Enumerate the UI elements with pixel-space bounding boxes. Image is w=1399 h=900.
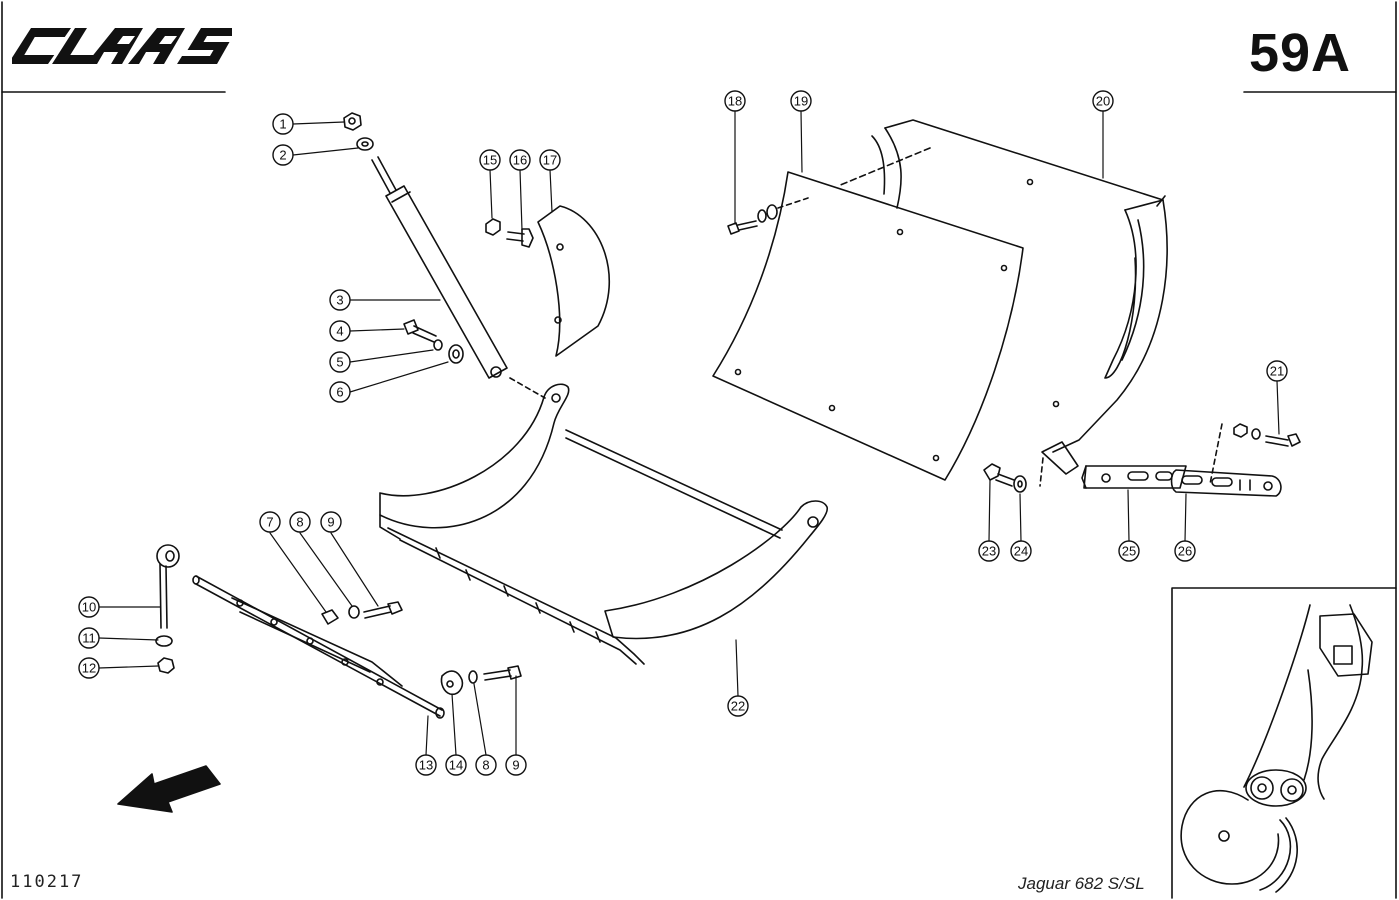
callout-17: 17	[539, 149, 561, 171]
callout-label: 13	[419, 758, 433, 773]
callout-label: 1	[279, 117, 286, 132]
curved-plate-part-19	[712, 147, 1024, 481]
callout-23: 23	[978, 540, 1000, 562]
callout-label: 2	[279, 148, 286, 163]
callout-label: 22	[731, 699, 745, 714]
callout-5: 5	[329, 351, 351, 373]
eye-bolt-part-10	[156, 544, 180, 629]
callout-6: 6	[329, 381, 351, 403]
nut-part-15	[485, 218, 501, 236]
bolt-part-9	[363, 601, 403, 619]
callout-20: 20	[1092, 90, 1114, 112]
callout-19: 19	[790, 90, 812, 112]
bolt-part-9b	[483, 665, 522, 681]
callout-8: 8	[289, 511, 311, 533]
callout-16: 16	[509, 149, 531, 171]
callout-label: 16	[513, 153, 527, 168]
callout-label: 4	[336, 324, 343, 339]
page-number: 59A	[1248, 23, 1351, 83]
bolt-part-21	[1233, 423, 1301, 447]
plate-part-17	[537, 205, 611, 357]
nut-part-1	[343, 112, 362, 131]
callout-1: 1	[272, 113, 294, 135]
washer-part-6	[448, 344, 464, 364]
washer-part-2	[356, 137, 374, 151]
washer-part-11	[155, 635, 173, 647]
callout-12: 12	[78, 657, 100, 679]
machine-model: Jaguar 682 S/SL	[1018, 874, 1145, 893]
callout-label: 21	[1270, 364, 1284, 379]
callout-21: 21	[1266, 360, 1288, 382]
callout-label: 7	[266, 515, 273, 530]
callout-label: 23	[982, 544, 996, 559]
callout-22: 22	[727, 695, 749, 717]
callout-label: 18	[728, 94, 742, 109]
callout-label: 14	[449, 758, 463, 773]
bolt-part-16	[506, 228, 534, 248]
callout-13: 13	[415, 754, 437, 776]
callout-label: 19	[794, 94, 808, 109]
document-id: 110217	[10, 872, 84, 892]
strut-part-3	[371, 156, 546, 399]
callout-11: 11	[78, 627, 100, 649]
callout-label: 10	[82, 600, 96, 615]
callout-9: 9	[320, 511, 342, 533]
direction-arrow-icon	[117, 765, 221, 813]
claas-logo	[12, 28, 232, 64]
callout-label: 20	[1096, 94, 1110, 109]
bushing-part-14	[440, 670, 464, 696]
callout-25: 25	[1118, 540, 1140, 562]
callout-label: 15	[483, 153, 497, 168]
washer-part-24	[1013, 475, 1027, 493]
callout-15: 15	[479, 149, 501, 171]
bolt-part-18	[727, 197, 809, 235]
callout-3: 3	[329, 289, 351, 311]
washer-part-8b	[468, 670, 478, 684]
nut-part-12	[157, 657, 175, 674]
callout-label: 5	[336, 355, 343, 370]
slotted-strap-part-26	[1170, 423, 1282, 497]
callout-26: 26	[1174, 540, 1196, 562]
bolt-part-7	[321, 609, 339, 625]
leader-lines	[98, 110, 1280, 756]
callout-label: 11	[82, 631, 96, 646]
callout-label: 24	[1014, 544, 1028, 559]
callout-label: 3	[336, 293, 343, 308]
callout-label: 8	[296, 515, 303, 530]
slotted-bracket-part-25	[1081, 465, 1187, 489]
callout-label: 9	[512, 758, 519, 773]
washer-part-5	[433, 339, 443, 351]
callout-18: 18	[724, 90, 746, 112]
callout-10: 10	[78, 596, 100, 618]
callout-label: 8	[482, 758, 489, 773]
callout-2: 2	[272, 144, 294, 166]
callout-label: 12	[82, 661, 96, 676]
washer-part-8	[348, 605, 360, 619]
callout-label: 25	[1122, 544, 1136, 559]
cradle-frame-part-22	[379, 383, 829, 665]
rod-part-13	[192, 575, 445, 719]
callout-14: 14	[445, 754, 467, 776]
cover-part-20	[871, 119, 1168, 487]
callout-8: 8	[475, 754, 497, 776]
callout-label: 9	[327, 515, 334, 530]
callout-4: 4	[329, 320, 351, 342]
inset-detail	[1171, 587, 1397, 899]
callout-label: 26	[1178, 544, 1192, 559]
bolt-part-23	[983, 463, 1015, 487]
callout-label: 17	[543, 153, 557, 168]
callout-24: 24	[1010, 540, 1032, 562]
callout-9: 9	[505, 754, 527, 776]
bolt-part-4	[403, 319, 437, 343]
callout-label: 6	[336, 385, 343, 400]
callout-7: 7	[259, 511, 281, 533]
